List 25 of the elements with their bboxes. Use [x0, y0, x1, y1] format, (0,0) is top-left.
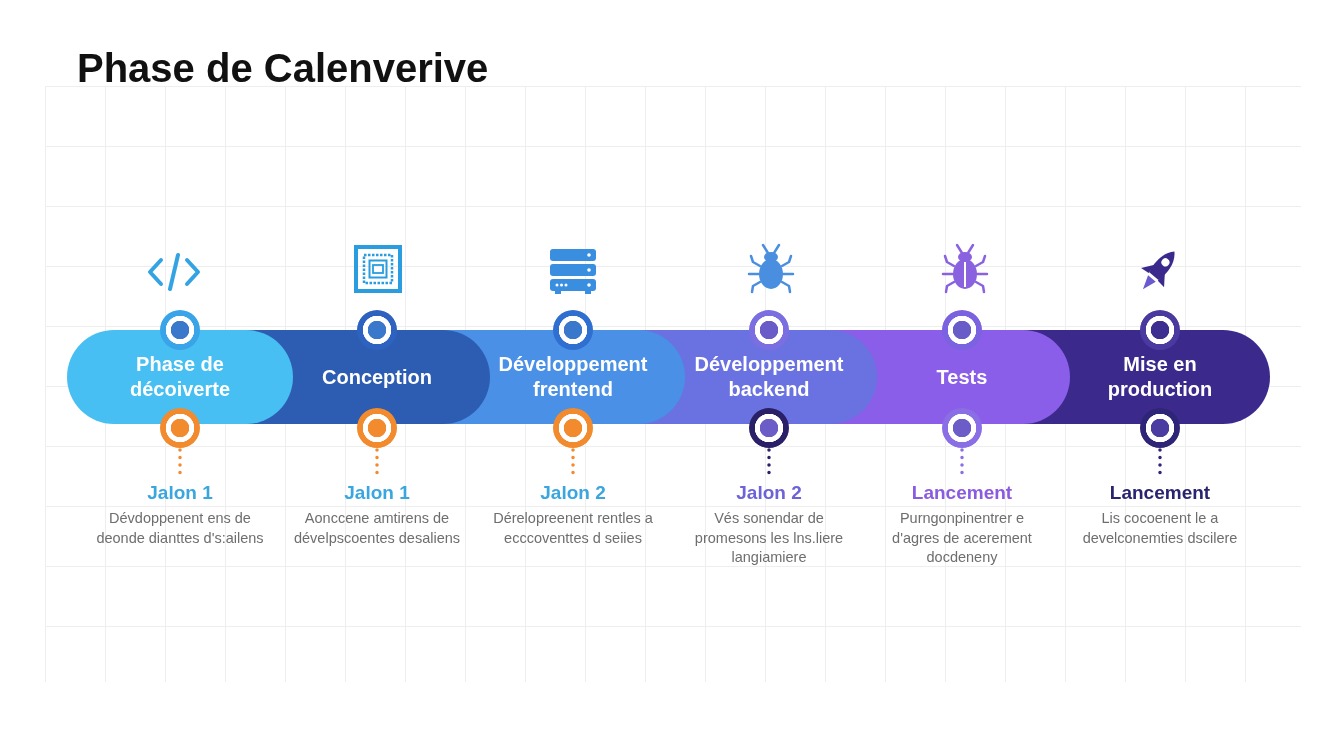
milestone-description: Aonccene amtirens de dévelpscoentes desaliens: [292, 509, 462, 548]
phase-label: Développement frentend: [497, 352, 649, 402]
milestone-description: Vés sonendar de promesons les lns.liere langiamiere: [693, 509, 845, 567]
ring-icon: [749, 408, 789, 448]
ring-icon: [553, 408, 593, 448]
milestone-description: Purngonpinentrer e d'agres de acerement docdeneny: [891, 509, 1033, 567]
phase-label: Développement backend: [693, 352, 845, 402]
milestone-title: Jalon 1: [147, 482, 213, 504]
ring-icon: [1140, 408, 1180, 448]
phase-label: Tests: [936, 364, 988, 390]
milestone-title: Jalon 2: [540, 482, 606, 504]
milestone-title: Jalon 2: [736, 482, 802, 504]
ring-icon: [160, 408, 200, 448]
page-title: Phase de Calenverive: [77, 45, 489, 92]
milestone-title: Jalon 1: [344, 482, 410, 504]
phase-label: Conception: [322, 364, 432, 390]
phase-label: Phase de décoiverte: [128, 352, 232, 402]
milestone-title: Lancement: [1109, 482, 1211, 504]
ring-icon: [357, 408, 397, 448]
milestone-description: Lis cocoenent le a develconemties dscilere: [1081, 509, 1239, 548]
milestone-title: Lancement: [911, 482, 1013, 504]
phase-label: Mise en production: [1106, 352, 1214, 402]
milestone-description: Dérelopreenent rentles a ecccoventtes d seiies: [492, 509, 654, 548]
milestone-description: Dévdoppenent ens de deonde dianttes d's:ailens: [95, 509, 265, 548]
ring-icon: [942, 408, 982, 448]
